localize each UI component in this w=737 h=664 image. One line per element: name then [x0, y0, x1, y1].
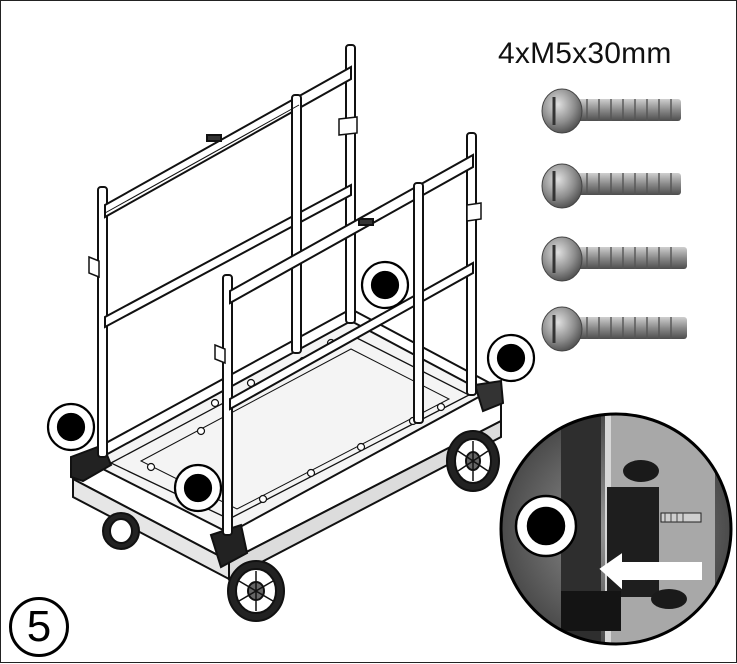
marker-dot-icon: [486, 333, 536, 383]
screw-spec-label: 4xM5x30mm: [498, 37, 672, 70]
front-rail-frame: [222, 132, 477, 536]
marker-dot-icon: [514, 494, 578, 558]
detail-zoom-view: [499, 412, 733, 646]
marker-dot-icon: [173, 463, 223, 513]
screw-icon: [541, 163, 681, 209]
screw-icon: [541, 306, 687, 352]
brackets: [88, 116, 482, 365]
rear-rail-frame: [97, 44, 356, 458]
marker-dot-icon: [360, 260, 410, 310]
screw-icon: [541, 88, 681, 134]
marker-dot-icon: [46, 402, 96, 452]
step-number: 5: [9, 597, 69, 657]
cart-wheels: [102, 430, 500, 622]
arrow-left-icon: [599, 553, 702, 590]
screw-icon: [541, 236, 687, 282]
